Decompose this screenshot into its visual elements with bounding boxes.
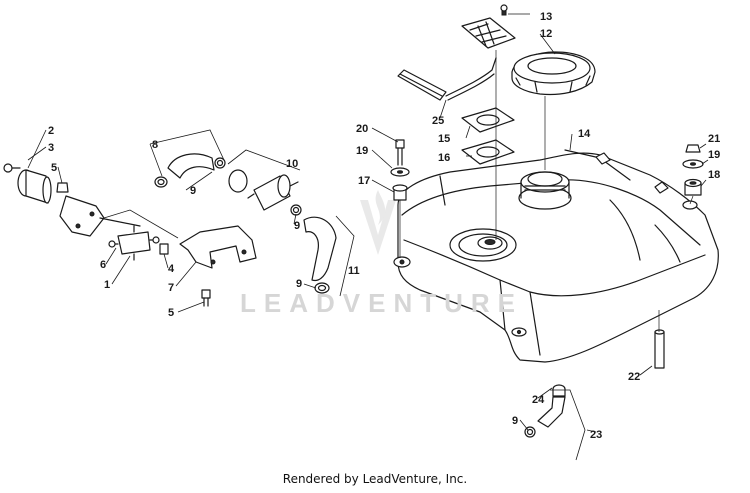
valve-plate-6[interactable] — [59, 195, 141, 237]
callout-22: 22 — [628, 371, 640, 383]
callout-9-a: 9 — [190, 185, 196, 197]
gasket-15[interactable] — [461, 107, 515, 133]
fuel-hose-8[interactable] — [167, 153, 215, 179]
fuel-hose-11[interactable] — [303, 216, 337, 282]
gasket-16[interactable] — [461, 139, 515, 165]
bracket-7[interactable] — [179, 225, 257, 269]
callout-3: 3 — [48, 142, 54, 154]
watermark-logo — [360, 190, 396, 255]
hose-clamp-9-b[interactable] — [214, 157, 226, 169]
grommet-18[interactable] — [684, 178, 702, 196]
callout-25: 25 — [432, 115, 444, 127]
fuel-filter-10[interactable] — [228, 169, 299, 211]
fuel-valve-1[interactable] — [108, 225, 160, 261]
fuel-tank[interactable] — [393, 149, 719, 363]
callout-2: 2 — [48, 125, 54, 137]
drain-cap-24[interactable] — [552, 384, 566, 397]
watermark-text: LEADVENTURE — [240, 288, 524, 318]
washer-19-right[interactable] — [682, 159, 704, 169]
callout-23: 23 — [590, 429, 602, 441]
callout-19-left: 19 — [356, 145, 368, 157]
nut-21[interactable] — [685, 144, 701, 153]
callout-24: 24 — [532, 394, 545, 406]
callout-12: 12 — [540, 28, 552, 40]
fuel-sender[interactable] — [397, 57, 497, 101]
washer-19-left[interactable] — [390, 167, 410, 177]
callout-15: 15 — [438, 133, 450, 145]
fuel-cap[interactable] — [511, 51, 596, 96]
callout-5-top: 5 — [51, 162, 57, 174]
callout-11: 11 — [348, 265, 360, 277]
callout-5-bottom: 5 — [168, 307, 174, 319]
callout-10: 10 — [286, 158, 298, 170]
hose-clamp-9-a[interactable] — [154, 176, 168, 188]
callout-7: 7 — [168, 282, 174, 294]
callout-16: 16 — [438, 152, 450, 164]
callout-19-right: 19 — [708, 149, 720, 161]
callout-21: 21 — [708, 133, 720, 145]
sender-plate[interactable] — [461, 4, 516, 49]
bolt-5-top[interactable] — [56, 182, 69, 193]
leader-lines — [27, 13, 709, 461]
callout-9-bottom: 9 — [512, 415, 518, 427]
footer-credit: Rendered by LeadVenture, Inc. — [282, 472, 468, 486]
grommet-17[interactable] — [392, 184, 408, 201]
bolt-20[interactable] — [395, 139, 405, 166]
bolt-5-bottom[interactable] — [201, 289, 211, 307]
callout-4: 4 — [168, 263, 175, 275]
callout-13: 13 — [540, 11, 552, 23]
callout-14: 14 — [578, 128, 591, 140]
callouts: 1 2 3 4 5 5 6 7 8 9 9 9 9 10 11 12 13 14… — [48, 11, 720, 441]
callout-17: 17 — [358, 175, 370, 187]
fuel-valve-2[interactable] — [17, 169, 52, 204]
bolt-4[interactable] — [159, 243, 169, 255]
spacer-22[interactable] — [654, 329, 665, 369]
callout-1: 1 — [104, 279, 110, 291]
callout-9-d: 9 — [296, 278, 302, 290]
hose-clamp-9-c[interactable] — [290, 204, 302, 216]
screw-3[interactable] — [3, 163, 21, 173]
callout-18: 18 — [708, 169, 720, 181]
callout-20: 20 — [356, 123, 368, 135]
drain-hose[interactable] — [537, 396, 566, 428]
callout-6: 6 — [100, 259, 106, 271]
callout-9-c: 9 — [294, 220, 300, 232]
callout-8: 8 — [152, 139, 158, 151]
